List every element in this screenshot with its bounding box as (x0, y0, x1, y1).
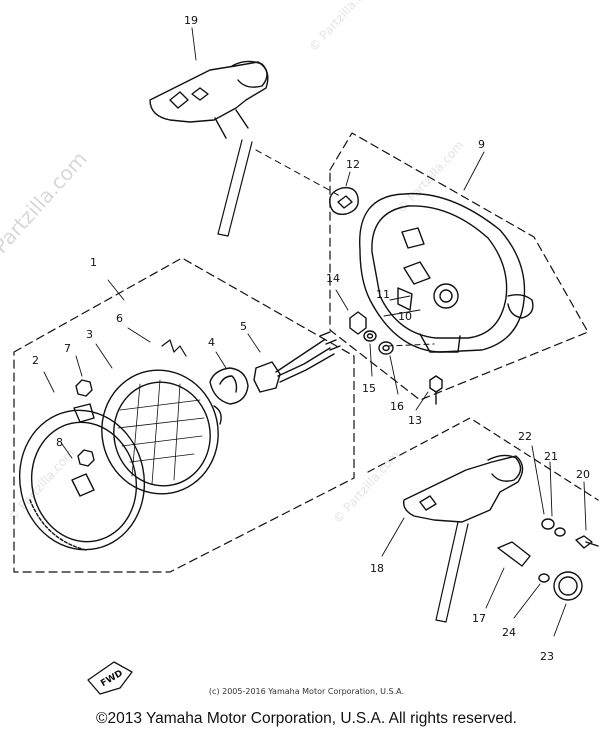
callout-6: 6 (116, 312, 123, 325)
callout-11: 11 (376, 288, 390, 301)
callout-24: 24 (502, 626, 516, 639)
socket-cord (253, 331, 341, 393)
headlight-case (359, 192, 534, 353)
callout-18: 18 (370, 562, 384, 575)
reflector-hardware (497, 518, 599, 601)
copyright-main: ©2013 Yamaha Motor Corporation, U.S.A. A… (96, 710, 517, 727)
callout-20: 20 (576, 468, 590, 481)
nut-and-washers (349, 311, 394, 355)
callout-5: 5 (240, 320, 247, 333)
callout-10: 10 (398, 310, 412, 323)
spring (161, 339, 187, 357)
copyright-small: (c) 2005-2016 Yamaha Motor Corporation, … (208, 687, 405, 696)
callout-16: 16 (390, 400, 404, 413)
screw-13 (429, 375, 443, 405)
assembly-box-headlight (13, 257, 355, 573)
bulb-cover (209, 367, 249, 405)
callout-9: 9 (478, 138, 485, 151)
callout-19: 19 (184, 14, 198, 27)
callout-3: 3 (86, 328, 93, 341)
callout-8: 8 (56, 436, 63, 449)
callout-13: 13 (408, 414, 422, 427)
assembly-box-bracket (367, 417, 599, 501)
callout-14: 14 (326, 272, 340, 285)
callout-4: 4 (208, 336, 215, 349)
screws-7-8 (75, 379, 95, 467)
callout-15: 15 (362, 382, 376, 395)
lower-bracket (403, 454, 524, 623)
callout-23: 23 (540, 650, 554, 663)
callout-2: 2 (32, 354, 39, 367)
callout-7: 7 (64, 342, 71, 355)
upper-bracket (149, 60, 269, 237)
callout-22: 22 (518, 430, 532, 443)
headlight-rim (18, 403, 146, 551)
fwd-arrow (87, 661, 133, 695)
callout-17: 17 (472, 612, 486, 625)
callout-12: 12 (346, 158, 360, 171)
sealed-beam-unit (101, 369, 222, 495)
callout-21: 21 (544, 450, 558, 463)
grommet (329, 187, 359, 215)
assembly-box-case (329, 132, 589, 401)
callout-labels: 1 2 3 4 5 6 7 8 9 10 11 12 13 14 15 16 1… (32, 14, 590, 689)
callout-1: 1 (90, 256, 97, 269)
